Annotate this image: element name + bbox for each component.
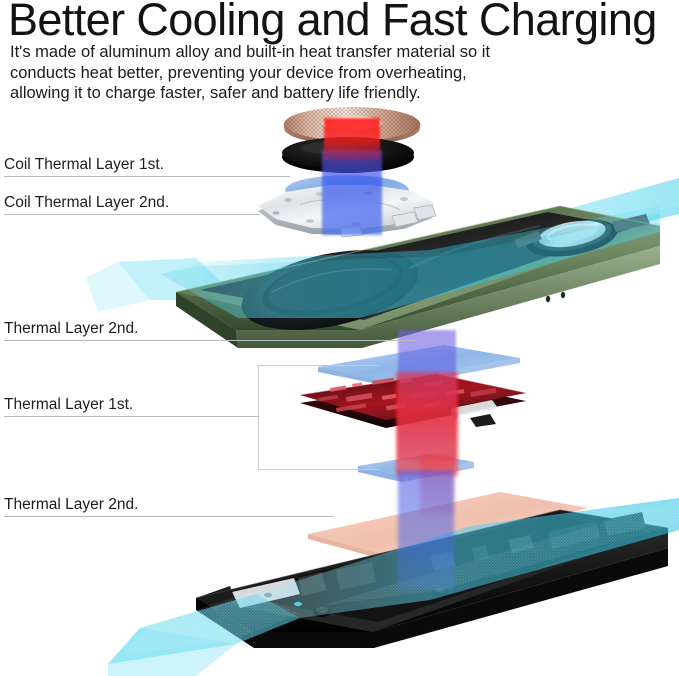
callout-label-thermal-layer-2nd-upper: Thermal Layer 2nd.: [4, 320, 139, 337]
heat-beam-blue-upper: [322, 150, 382, 235]
page-title: Better Cooling and Fast Charging: [8, 0, 657, 45]
description-line-3: allowing it to charge faster, safer and …: [10, 84, 421, 102]
leader-line-thermal-layer-2nd-upper: [4, 340, 416, 341]
thermal-layer-1st-callout-box: [258, 365, 379, 470]
heat-beam-red-top: [324, 118, 380, 160]
leader-line-coil-thermal-layer-2nd: [4, 214, 260, 215]
leader-line-thermal-layer-1st: [4, 416, 259, 417]
callout-label-thermal-layer-2nd-lower: Thermal Layer 2nd.: [4, 496, 139, 513]
cyan-cooling-stream-lower: [108, 498, 679, 676]
description-line-1: It's made of aluminum alloy and built-in…: [10, 43, 491, 61]
heat-beam-blue-lower: [398, 470, 454, 590]
description-line-2: conducts heat better, preventing your de…: [10, 63, 467, 82]
callout-label-thermal-layer-1st: Thermal Layer 1st.: [4, 396, 134, 413]
callout-label-coil-thermal-layer-1st: Coil Thermal Layer 1st.: [4, 156, 164, 173]
callout-label-coil-thermal-layer-2nd: Coil Thermal Layer 2nd.: [4, 194, 170, 211]
cyan-cooling-stream-overlay: [160, 206, 660, 318]
leader-line-coil-thermal-layer-1st: [4, 176, 290, 177]
leader-line-thermal-layer-2nd-lower: [4, 516, 334, 517]
page-description: It's made of aluminum alloy and built-in…: [10, 42, 610, 104]
